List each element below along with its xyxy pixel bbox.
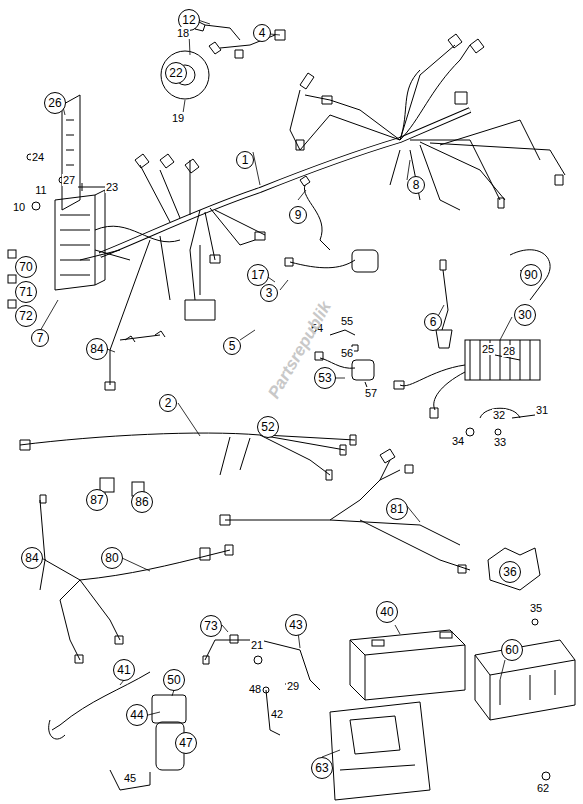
callout-number: 32: [492, 409, 506, 421]
callout-number: 10: [12, 201, 26, 213]
callout-circle: 86: [131, 491, 153, 513]
callout-circle: 43: [285, 614, 307, 636]
callout-circle: 60: [501, 639, 523, 661]
callout-circle: 41: [113, 659, 135, 681]
callout-number: 6: [430, 315, 437, 329]
callout-number: 12: [182, 13, 195, 27]
callout-number: 62: [536, 782, 550, 794]
callout-circle: 8: [407, 176, 425, 194]
callout-number: 84: [90, 342, 103, 356]
callout-number: 90: [524, 268, 537, 282]
callout-number: 30: [518, 308, 531, 322]
callout-circle: 47: [175, 732, 197, 754]
callout-number: 71: [19, 285, 32, 299]
callout-number: 70: [19, 260, 32, 274]
callout-number: 55: [340, 315, 354, 327]
callout-number: 17: [251, 268, 264, 282]
callout-number: 56: [340, 347, 354, 359]
callout-number: 22: [169, 66, 182, 80]
callout-number: 35: [529, 602, 543, 614]
callout-number: 45: [123, 772, 137, 784]
callout-circle: 44: [126, 704, 148, 726]
callout-number: 26: [48, 96, 61, 110]
callout-circle: 22: [165, 62, 187, 84]
callout-number: 44: [130, 708, 143, 722]
callout-number: 29: [286, 680, 300, 692]
callout-number: 31: [535, 404, 549, 416]
callout-circle: 5: [223, 337, 241, 355]
callout-number: 50: [167, 673, 180, 687]
callout-circle: 73: [200, 615, 222, 637]
callout-circle: 3: [260, 284, 278, 302]
callout-circle: 53: [314, 367, 336, 389]
callout-number: 25: [481, 343, 495, 355]
callout-number: 33: [493, 436, 507, 448]
callout-number: 87: [90, 493, 103, 507]
callout-number: 4: [259, 26, 266, 40]
callout-circle: 72: [15, 305, 37, 327]
callout-circle: 30: [514, 304, 536, 326]
callout-number: 11: [34, 184, 47, 196]
callout-number: 24: [31, 151, 45, 163]
callout-circle: 52: [257, 416, 279, 438]
callout-circle: 7: [31, 329, 49, 347]
callout-circle: 90: [520, 264, 542, 286]
callout-number: 7: [37, 331, 44, 345]
callout-number: 34: [451, 435, 465, 447]
callout-number: 80: [105, 551, 118, 565]
callout-number: 53: [318, 371, 331, 385]
callout-number: 5: [229, 339, 236, 353]
callout-number: 42: [270, 708, 284, 720]
callout-number: 60: [505, 643, 518, 657]
callout-circle: 70: [15, 256, 37, 278]
callout-number: 52: [261, 420, 274, 434]
callout-number: 47: [179, 736, 192, 750]
callout-circle: 63: [311, 757, 333, 779]
callout-number: 19: [171, 112, 185, 124]
callout-number: 41: [117, 663, 130, 677]
callout-number: 36: [503, 565, 516, 579]
callout-circle: 2: [159, 394, 177, 412]
callout-number: 63: [315, 761, 328, 775]
callout-circle: 80: [101, 547, 123, 569]
callout-number: 43: [289, 618, 302, 632]
callout-number: 28: [502, 345, 516, 357]
callout-number: 9: [295, 208, 302, 222]
callout-number: 18: [176, 27, 190, 39]
callout-number: 27: [62, 174, 76, 186]
callout-circle: 1: [236, 151, 254, 169]
callout-number: 23: [105, 181, 119, 193]
callout-circle: 84: [21, 547, 43, 569]
callout-number: 72: [19, 309, 32, 323]
callout-number: 3: [266, 286, 273, 300]
callout-number: 48: [248, 683, 262, 695]
callout-number: 21: [250, 639, 264, 651]
callout-circle: 87: [86, 489, 108, 511]
callout-circle: 36: [499, 561, 521, 583]
callout-circle: 40: [376, 601, 398, 623]
callout-circle: 26: [44, 92, 66, 114]
callout-circle: 84: [86, 338, 108, 360]
callout-circle: 4: [253, 24, 271, 42]
callout-circle: 9: [289, 206, 307, 224]
callout-number: 73: [204, 619, 217, 633]
callout-number: 86: [135, 495, 148, 509]
callout-number: 8: [413, 178, 420, 192]
callout-number: 84: [25, 551, 38, 565]
callout-circle: 50: [163, 669, 185, 691]
callout-circle: 71: [15, 281, 37, 303]
callout-circle: 81: [386, 498, 408, 520]
callout-circle: 17: [247, 264, 269, 286]
callout-number: 81: [390, 502, 403, 516]
callout-number: 2: [165, 396, 172, 410]
callout-number: 40: [380, 605, 393, 619]
callout-circle: 6: [424, 313, 442, 331]
callout-number: 57: [364, 387, 378, 399]
callout-number: 1: [242, 153, 249, 167]
